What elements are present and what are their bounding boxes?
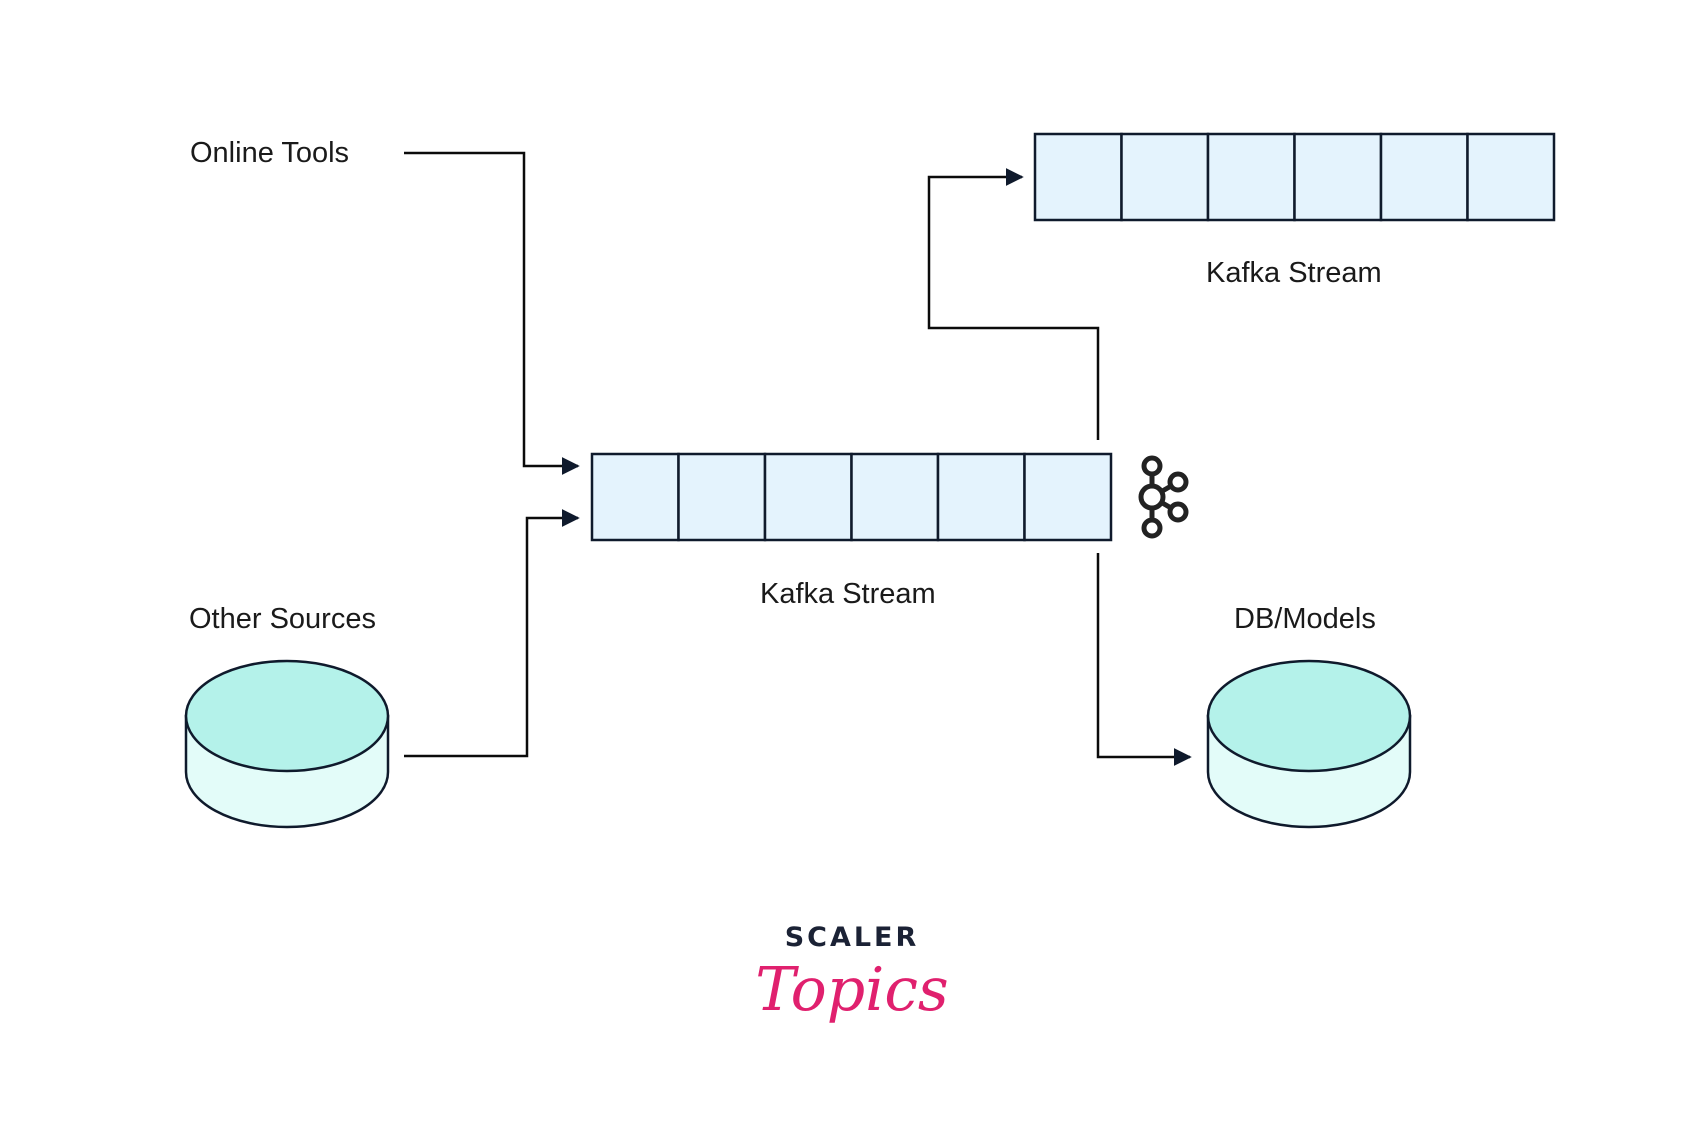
other-sources-database-icon <box>184 659 390 829</box>
apache-kafka-icon <box>1138 455 1189 539</box>
kafka-stream-main-queue <box>590 452 1113 542</box>
kafka-stream-output-label: Kafka Stream <box>1206 257 1382 289</box>
kafka-stream-output-cell <box>1033 132 1123 222</box>
edge-online-tools-to-kafka <box>404 151 580 475</box>
kafka-stream-main-cell <box>850 452 940 542</box>
logo-scaler-text: SCALER <box>785 922 920 953</box>
edge-kafka-to-output-stream <box>927 168 1100 440</box>
logo-topics-text: Topics <box>755 955 948 1025</box>
kafka-stream-main-cell <box>763 452 853 542</box>
scaler-topics-logo: SCALER Topics <box>755 922 948 1025</box>
kafka-stream-output-cell <box>1379 132 1469 222</box>
kafka-stream-output-cell <box>1293 132 1383 222</box>
kafka-stream-main-cell <box>590 452 680 542</box>
kafka-stream-main-cell <box>1023 452 1113 542</box>
db-models-database-icon <box>1206 659 1412 829</box>
other-sources-label: Other Sources <box>189 603 376 635</box>
kafka-stream-output-cell <box>1466 132 1556 222</box>
kafka-stream-main-cell <box>936 452 1026 542</box>
edge-kafka-to-db-models <box>1096 553 1192 766</box>
kafka-stream-output-cell <box>1206 132 1296 222</box>
db-models-label: DB/Models <box>1234 603 1376 635</box>
edge-other-sources-to-kafka <box>404 509 580 758</box>
kafka-stream-output-queue <box>1033 132 1556 222</box>
kafka-stream-main-label: Kafka Stream <box>760 578 936 610</box>
kafka-stream-main-cell <box>677 452 767 542</box>
kafka-stream-output-cell <box>1120 132 1210 222</box>
online-tools-label: Online Tools <box>190 137 349 169</box>
